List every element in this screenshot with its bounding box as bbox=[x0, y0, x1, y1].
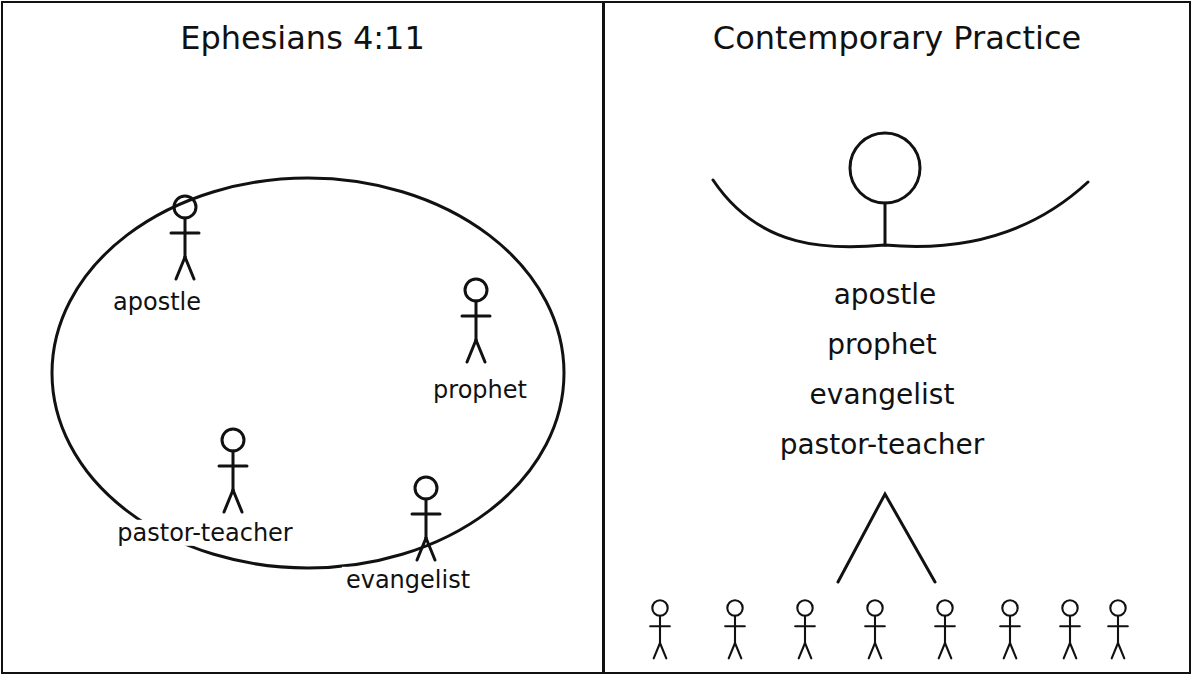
stick-figure bbox=[1060, 600, 1080, 658]
stick-figure bbox=[725, 600, 745, 658]
big-figure bbox=[713, 133, 1088, 582]
stick-figure bbox=[412, 477, 440, 560]
figure-label: apostle bbox=[109, 289, 205, 315]
figure-label: pastor-teacher bbox=[776, 430, 989, 461]
stick-figure bbox=[1000, 600, 1020, 658]
stick-figure bbox=[171, 196, 199, 279]
figure-label: evangelist bbox=[342, 567, 474, 593]
figure-label: prophet bbox=[823, 330, 941, 361]
stick-figure bbox=[462, 279, 490, 362]
figure-label: evangelist bbox=[806, 380, 959, 411]
enclosing-circle bbox=[52, 178, 564, 568]
stick-figure bbox=[650, 600, 670, 658]
panel-heading: Ephesians 4:11 bbox=[3, 3, 602, 57]
stick-figure bbox=[795, 600, 815, 658]
stick-figure bbox=[865, 600, 885, 658]
stick-figure bbox=[219, 429, 247, 512]
panel-heading: Contemporary Practice bbox=[605, 3, 1189, 57]
figure-label: pastor-teacher bbox=[113, 520, 296, 546]
figure-label: apostle bbox=[830, 280, 941, 311]
figure-label: prophet bbox=[429, 377, 531, 403]
stick-figure bbox=[935, 600, 955, 658]
panel-box: Ephesians 4:11 bbox=[1, 1, 604, 674]
stick-figure bbox=[1108, 600, 1128, 658]
